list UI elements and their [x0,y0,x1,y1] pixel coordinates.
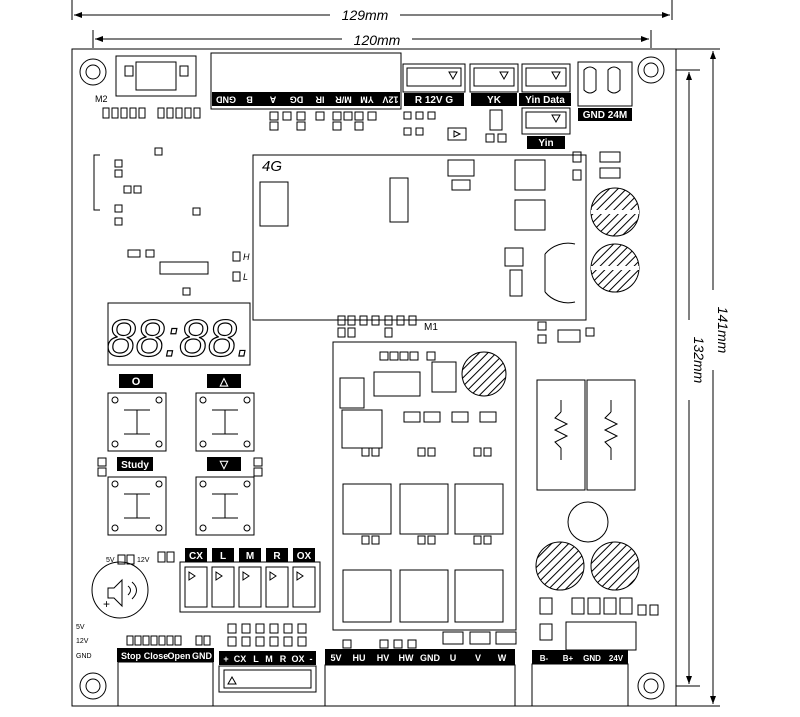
relay-connectors: CX L M R OX [179,548,321,613]
relay-label-0: CX [189,551,203,562]
left-volt-label-1: 12V [76,638,89,645]
dimension-132mm: 132mm [676,69,707,687]
relay-label-1: L [220,551,226,562]
button-o-label: O [132,376,141,388]
terminal-mid-label-6: - [310,654,313,664]
dim-132-label: 132mm [691,337,707,384]
dimension-129mm: 129mm [71,0,673,23]
terminal-right-label-3: 24V [609,654,624,663]
power-12v-label: 12V [137,557,150,564]
terminal-battery: B- B+ GND 24V [531,650,629,707]
terminal-mid-label-1: CX [234,654,247,664]
terminal-left-label-3: GND [192,651,213,661]
yin-data-label: Yin Data [525,95,565,106]
terminal-right-label-0: B- [540,654,549,663]
relay-label-bg [293,548,315,562]
top-connector-label-6: YM [360,95,374,105]
module-4g: 4G [252,154,587,321]
m1-area: M1 [337,315,438,338]
small-parts-bottom [126,623,307,647]
dimension-120mm: 120mm [92,30,652,48]
terminal-right-label-2: GND [583,654,601,663]
top-connector-label-3: DG [290,95,304,105]
relay-label-bg [266,548,288,562]
mounting-hole-icon [79,56,665,700]
left-volt-labels: 5V 12V GND [76,624,92,660]
4g-label: 4G [262,158,282,175]
terminal-motor-label-7: W [498,653,507,663]
terminal-motor: 5V HU HV HW GND U V W [324,649,516,707]
r12vg-label: R 12V G [415,95,454,106]
relay-label-bg [185,548,207,562]
buzzer-icon: + [91,561,149,619]
button-down-label: ▽ [219,459,229,471]
button-study[interactable]: Study [97,457,167,536]
left-volt-label-2: GND [76,653,92,660]
display-digits: 88:88. [107,310,252,368]
buzzer-plus: + [103,597,110,611]
dim-141-label: 141mm [715,307,731,354]
m1-label: M1 [424,322,438,333]
terminal-motor-label-2: HV [377,653,390,663]
gnd24m-label: GND 24M [583,110,627,121]
power-5v-label: 5V [106,557,115,564]
top-connector-label-0: GND [216,95,237,105]
right-components [535,151,659,651]
button-study-label: Study [121,460,149,471]
top-connector-label-5: M/R [335,95,352,105]
m2-connector: M2 [95,55,201,119]
top-connector-label-4: IR [315,95,325,105]
top-right-connectors: R 12V G YK Yin Data GND 24M Yin [402,61,633,149]
m2-label: M2 [95,94,108,104]
terminal-mid-label-3: M [265,654,273,664]
uvw-small-parts [342,631,517,649]
left-components [93,147,241,296]
relay-label-3: R [273,551,281,562]
terminal-mid-label-0: + [223,654,228,664]
terminal-motor-label-6: V [475,653,481,663]
top-connector-labels: GND B A DG IR M/R YM 12V [216,95,399,105]
yk-label: YK [487,95,502,106]
l-label: L [243,272,248,282]
button-up[interactable]: △ [195,374,255,452]
terminal-mid-label-2: L [253,654,259,664]
button-up-label: △ [219,376,229,388]
terminal-mid-label-4: R [280,654,287,664]
terminal-mid-label-5: OX [291,654,304,664]
top-connector-label-7: 12V [382,95,398,105]
button-down[interactable]: ▽ [195,457,263,536]
dim-120-label: 120mm [354,32,401,48]
terminal-motor-label-1: HU [353,653,366,663]
relay-label-4: OX [297,551,312,562]
yin-label: Yin [538,138,553,149]
top-connector-label-2: A [269,95,276,105]
dim-129-label: 129mm [342,7,389,23]
top-connector-label-1: B [246,95,253,105]
relay-label-2: M [246,551,254,562]
top-connector-block: GND B A DG IR M/R YM 12V [210,52,402,131]
motor-driver-section [332,341,517,631]
dimension-141mm: 141mm [676,48,731,707]
terminal-left-label-1: Close [144,651,169,661]
terminal-motor-label-5: U [450,653,457,663]
left-volt-label-0: 5V [76,624,85,631]
terminal-motor-label-3: HW [399,653,414,663]
relay-label-bg [239,548,261,562]
relay-label-bg [212,548,234,562]
seven-segment-display: 88:88. [106,302,252,369]
terminal-motor-label-0: 5V [330,653,341,663]
terminal-motor-label-4: GND [420,653,441,663]
button-o[interactable]: O [107,374,167,452]
terminal-left-label-2: Open [167,651,190,661]
terminal-right-label-1: B+ [563,654,574,663]
terminal-left-label-0: Stop [121,651,141,661]
h-label: H [243,252,250,262]
